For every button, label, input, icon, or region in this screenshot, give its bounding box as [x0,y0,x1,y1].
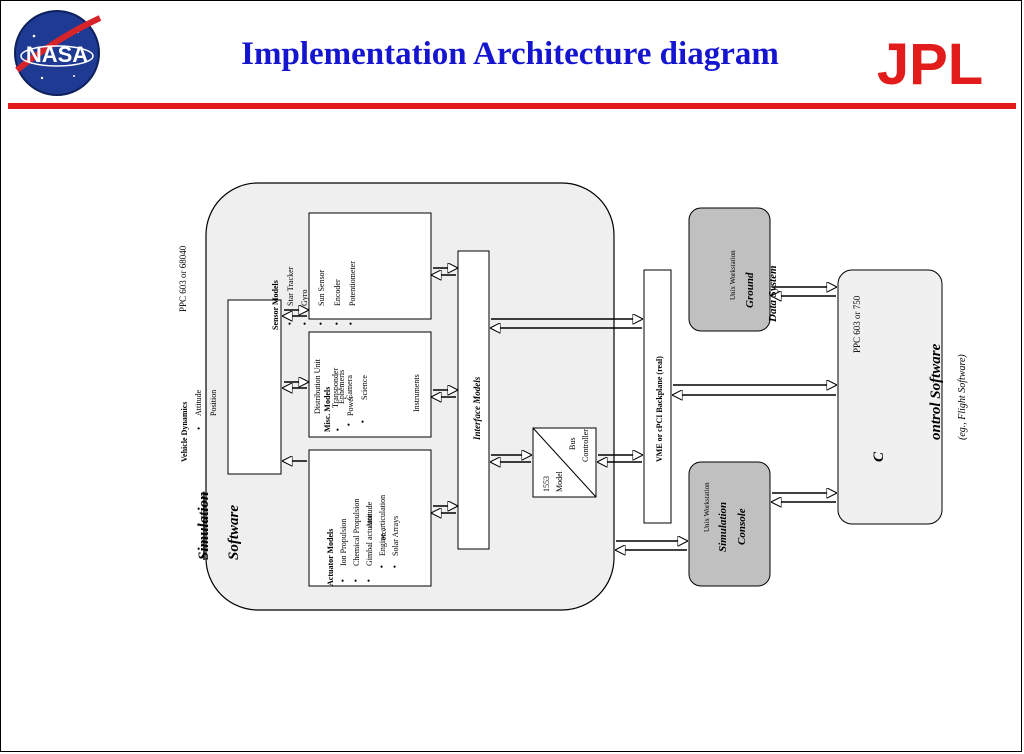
vd-item-position: Position [209,390,218,416]
misc-bullet-3: • [361,417,364,427]
misc-item-camera: Camera [345,375,354,400]
interface-models-box [457,250,490,550]
backplane-box [643,269,672,524]
actuator-item-ion-propulsion: Ion Propulsion [339,519,348,566]
control-letter: C [871,451,887,462]
interface-models-label: Interface Models [472,376,482,441]
misc-item-instruments: Instruments [412,374,421,412]
sensor-bullet-2: • [303,319,306,329]
simulation-title-line1: Simulation [196,492,212,560]
sensor-item-sun-sensor: Sun Sensor [317,269,326,306]
backplane-label: VME or cPCI Backplane (real) [655,356,664,462]
vd-item-attitude: Attitude [194,389,203,416]
actuator-bullet-4: • [380,562,383,572]
sensor-bullet-4: • [335,319,338,329]
nasa-logo-text: NASA [26,42,88,67]
actuator-item-etc: etc. [379,529,388,540]
ground-subtitle: Data System [767,265,779,323]
sensor-item-gyro: Gyro [300,290,309,306]
console-title: Simulation [717,502,729,552]
control-note: (eg., Flight Software) [957,354,968,440]
misc-models-title: Misc. Models [323,387,332,432]
misc-item-power: Power [346,395,355,416]
actuator-bullet-1: • [341,576,344,586]
nasa-logo: NASA [14,10,102,96]
ground-title: Ground [744,272,756,308]
vd-bullets: • [194,427,204,430]
sensor-item-potentiometer: Potentiometer [348,261,357,306]
bus-label-controller: Controller [581,429,590,462]
actuator-bullet-3: • [367,576,370,586]
misc-item-distribution-unit: Distribution Unit [313,358,322,414]
control-title: ontrol Software [928,343,944,440]
actuator-item-engine: Engine articulation [378,495,387,556]
misc-item-science: Science [360,375,369,400]
sensor-bullet-1: • [288,319,291,329]
sensor-bullet-3: • [319,319,322,329]
bus-label-bus: Bus [568,438,577,450]
simulation-console-box [688,461,771,587]
sensor-models-box [308,212,432,320]
misc-item-transponder: Transponder [331,368,340,408]
bus-controller-divider [532,427,597,498]
misc-bullet-1: • [336,425,339,435]
vehicle-dynamics-title: Vehicle Dynamics [180,402,189,462]
ground-workstation-label: Unix Workstation [729,250,737,300]
bus-label-1553: 1553 [542,476,551,492]
simulation-processor: PPC 603 or 68040 [178,245,188,312]
control-software-box [837,269,943,525]
actuator-bullet-5: • [393,562,396,572]
misc-bullet-2: • [347,420,350,430]
jpl-logo: JPL [877,38,983,88]
actuator-item-gimbal: Gimbal actuator [365,514,374,566]
misc-item-ephemeris: Ephemeris [337,370,346,404]
console-workstation-label: Unix Workstation [703,482,711,532]
sensor-models-title: Sensor Models [271,280,280,330]
actuator-item-attitude: Attitude [365,501,374,528]
sensor-item-encoder: Encoder [333,279,342,306]
actuator-item-solar-arrays: Solar Arrays [391,516,400,556]
actuator-models-title: Actuator Models [326,529,335,586]
jpl-logo-text: JPL [877,38,983,88]
control-processor: PPC 603 or 750 [852,295,862,353]
sensor-bullet-5: • [349,319,352,329]
simulation-title-line2: Software [226,505,242,560]
actuator-bullet-2: • [354,576,357,586]
vehicle-dynamics-box [227,299,282,475]
page-title: Implementation Architecture diagram [241,36,779,72]
console-subtitle: Console [736,508,748,545]
actuator-item-chemical-propulsion: Chemical Propulsion [352,499,361,566]
ground-data-system-box [688,207,771,332]
misc-models-box [308,331,432,438]
bus-label-model: Model [555,470,564,492]
header-rule [8,103,1016,109]
sensor-item-star-tracker: Star Tracker [286,266,295,306]
